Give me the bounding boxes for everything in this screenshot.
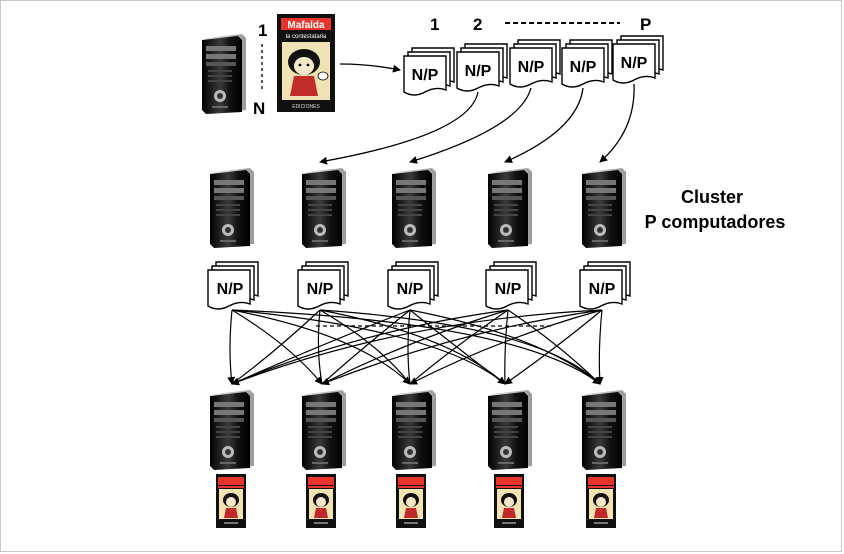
output-computer-1-icon [210, 390, 254, 470]
cluster-computer-2-icon [302, 168, 346, 248]
book-footer: EDICIONES [292, 104, 320, 110]
cluster-partition-2-label: N/P [307, 281, 334, 298]
partition-number-p: P [640, 15, 651, 34]
cluster-partitions: N/P N/P N/P N/P N/P [207, 261, 631, 310]
output-book-1-icon [216, 474, 246, 528]
cluster-partition-1-label: N/P [217, 281, 244, 298]
range-bottom-label: N [253, 99, 265, 118]
dist-arrow-2 [409, 87, 532, 164]
book-subtitle: la contestataria [286, 34, 327, 40]
top-partitions: N/P N/P N/P N/P N/P [403, 35, 664, 96]
cluster-partition-4-label: N/P [495, 281, 522, 298]
mafalda-book-icon: Mafalda la contestataria EDICIONES [277, 14, 335, 112]
cluster-label-line2: P computadores [645, 212, 786, 232]
output-computer-3-icon [392, 390, 436, 470]
cluster-partition-3-label: N/P [397, 281, 424, 298]
cluster-computers [210, 168, 626, 248]
distribution-arrows [319, 83, 635, 165]
partition-4-label: N/P [570, 59, 597, 76]
dist-arrow-1 [319, 91, 479, 165]
output-book-5-icon [586, 474, 616, 528]
cluster-computer-5-icon [582, 168, 626, 248]
partition-3-label: N/P [518, 59, 545, 76]
cluster-label-line1: Cluster [681, 187, 743, 207]
range-top-label: 1 [258, 21, 267, 40]
partition-number-1: 1 [430, 15, 439, 34]
dist-arrow-3 [504, 87, 584, 163]
output-computers [210, 390, 626, 470]
output-book-3-icon [396, 474, 426, 528]
cluster-partition-5-label: N/P [589, 281, 616, 298]
source-computer-icon [202, 34, 246, 114]
dist-arrow-4 [599, 83, 635, 163]
partition-5-label: N/P [621, 55, 648, 72]
output-computer-5-icon [582, 390, 626, 470]
book-title: Mafalda [287, 20, 325, 31]
cluster-computer-3-icon [392, 168, 436, 248]
output-book-2-icon [306, 474, 336, 528]
partition-number-2: 2 [473, 15, 482, 34]
book-to-partition-arrow [339, 63, 401, 73]
exchange-arrows [227, 309, 604, 386]
partition-2-label: N/P [465, 63, 492, 80]
output-book-4-icon [494, 474, 524, 528]
output-computer-2-icon [302, 390, 346, 470]
output-computer-4-icon [488, 390, 532, 470]
cluster-computer-4-icon [488, 168, 532, 248]
output-books [216, 474, 616, 528]
partition-1-label: N/P [412, 67, 439, 84]
cluster-computer-1-icon [210, 168, 254, 248]
